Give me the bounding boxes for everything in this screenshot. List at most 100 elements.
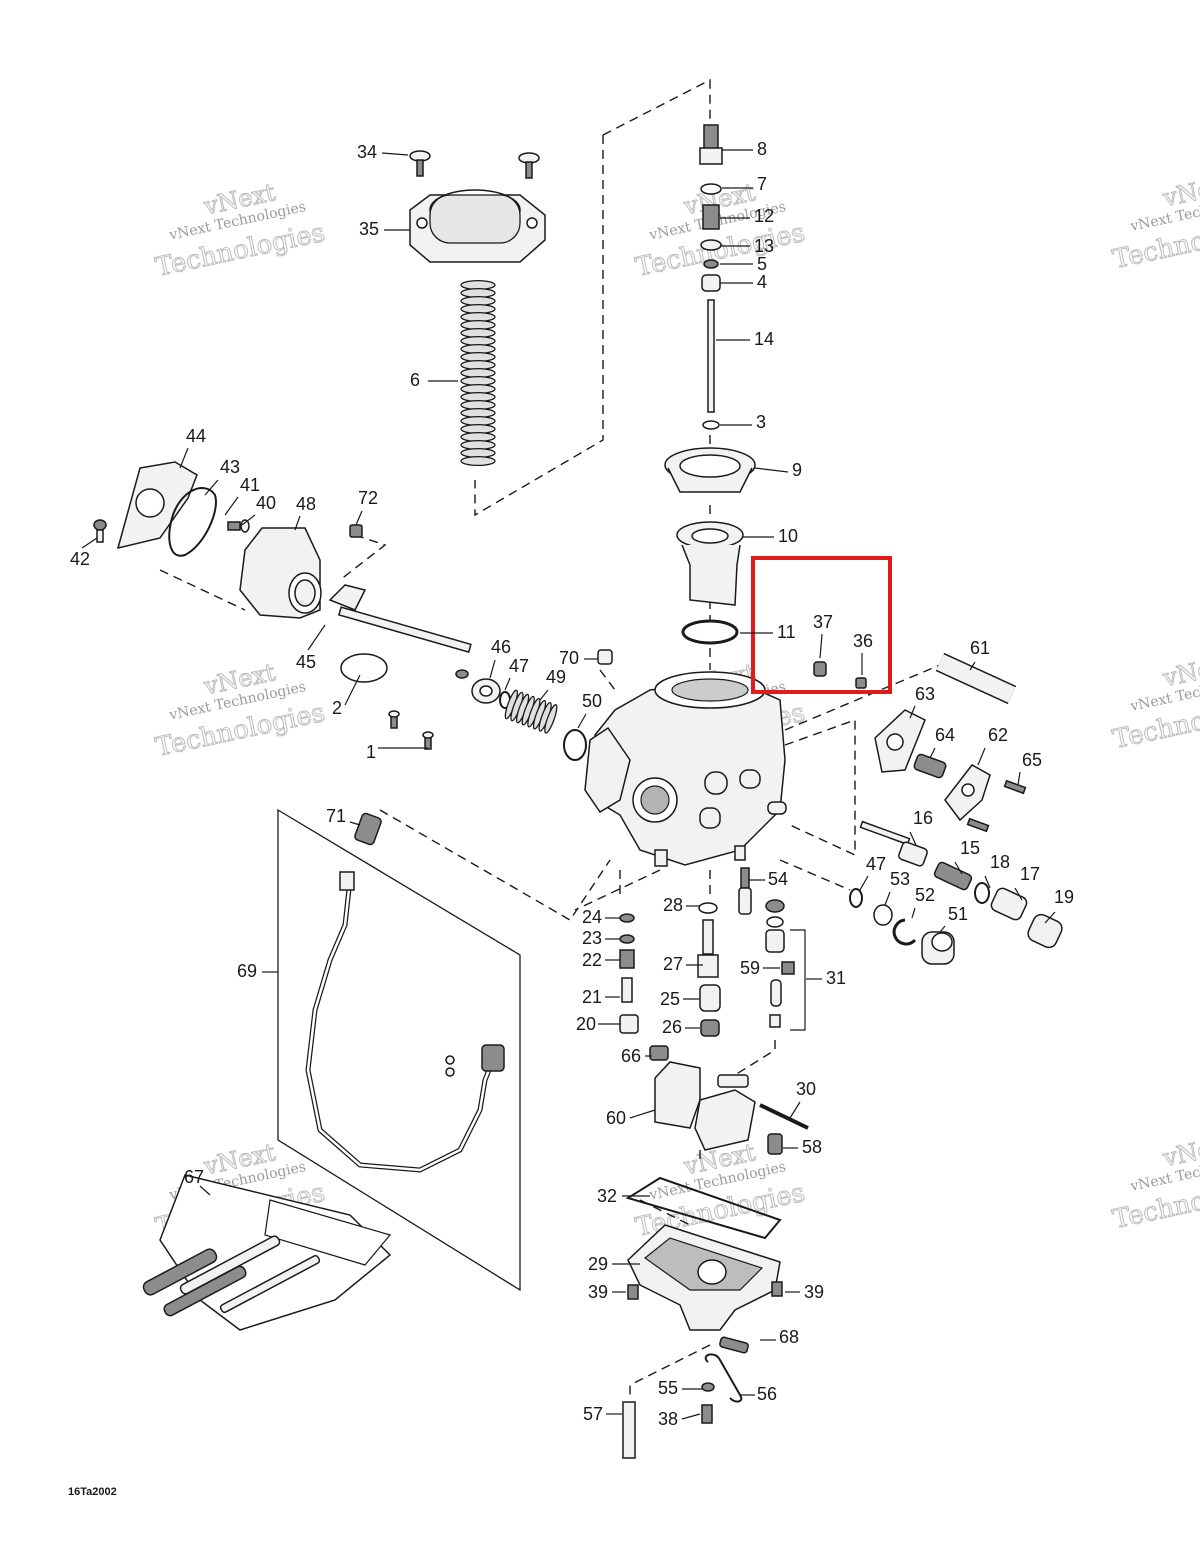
screw-68 (719, 1336, 749, 1354)
cap-70 (597, 649, 613, 665)
leader-line (909, 831, 917, 846)
callout-number: 71 (326, 806, 346, 826)
cable-frame (277, 808, 521, 1292)
callout-number: 58 (802, 1137, 822, 1157)
callout-labels: 1234567891011121314151617181920212223242… (70, 139, 1074, 1429)
leader-line (241, 514, 256, 526)
vacuum-cap-35 (409, 189, 546, 263)
needle-stack (699, 124, 723, 430)
callout-number: 38 (658, 1409, 678, 1429)
float-valve-31 (765, 899, 806, 1031)
screw-head (388, 710, 400, 718)
assembly-line (574, 869, 661, 911)
callout-number: 20 (576, 1014, 596, 1034)
callout-number: 26 (662, 1017, 682, 1037)
leader-line (1017, 771, 1021, 786)
callout-number: 56 (757, 1384, 777, 1404)
leader-line (859, 875, 869, 891)
callout-number: 7 (757, 174, 767, 194)
cap-19 (1027, 913, 1063, 949)
plunger-body (898, 841, 928, 867)
piston-body (681, 544, 741, 606)
callout-number: 27 (663, 954, 683, 974)
spacer-4 (701, 274, 721, 292)
clip-52 (892, 918, 917, 946)
callout-number: 64 (935, 725, 955, 745)
screw-39 (771, 1281, 783, 1297)
screw-head (422, 731, 434, 739)
callout-number: 9 (792, 460, 802, 480)
callout-number: 22 (582, 950, 602, 970)
screw-58 (767, 1133, 783, 1155)
housing-48 (239, 527, 322, 619)
assembly-line (784, 719, 856, 857)
pin-30 (759, 1103, 809, 1130)
leader-line (909, 705, 916, 719)
washer (766, 916, 784, 928)
o-ring-28 (698, 902, 718, 914)
callout-number: 42 (70, 549, 90, 569)
leader-line (939, 925, 946, 933)
throttle-shaft (337, 606, 472, 653)
spring-64 (913, 753, 947, 779)
callout-number: 53 (890, 869, 910, 889)
callout-number: 6 (410, 370, 420, 390)
body-boss (739, 769, 761, 789)
screw-39 (627, 1284, 639, 1300)
shaft-end (455, 669, 469, 679)
callout-number: 37 (813, 612, 833, 632)
callout-number: 63 (915, 684, 935, 704)
callout-number: 39 (588, 1282, 608, 1302)
bushing-51-face (931, 932, 953, 952)
callout-number: 50 (582, 691, 602, 711)
assembly-line (784, 664, 941, 731)
cap-19-body (1027, 913, 1063, 949)
callout-number: 30 (796, 1079, 816, 1099)
callout-number: 54 (768, 869, 788, 889)
screw-34 (409, 150, 540, 179)
jet-66 (649, 1045, 669, 1061)
spring-15 (933, 861, 973, 891)
needle-adjuster-8 (703, 124, 719, 150)
callout-number: 15 (960, 838, 980, 858)
leader-line (929, 747, 936, 759)
body-boss (699, 807, 721, 829)
bowl-well (697, 1259, 727, 1285)
leader-line (819, 633, 823, 659)
callout-number: 1 (366, 742, 376, 762)
diaphragm-center (679, 454, 741, 478)
callout-number: 2 (332, 698, 342, 718)
washer-7 (700, 183, 722, 195)
hose-fill (936, 654, 1016, 703)
spring-71 (354, 812, 382, 846)
carburetor-body (584, 671, 787, 867)
callout-number: 24 (582, 907, 602, 927)
diaphragm-9 (664, 447, 756, 493)
callout-number: 3 (756, 412, 766, 432)
clip-56 (704, 1353, 743, 1403)
jet-column-left (619, 913, 669, 1061)
callout-number: 13 (754, 236, 774, 256)
jet-column-middle (697, 902, 721, 1037)
leader-line (504, 677, 511, 691)
callout-number: 43 (220, 457, 240, 477)
screw-21 (621, 977, 633, 1003)
leader-line (577, 713, 587, 729)
callout-number: 12 (754, 206, 774, 226)
leader-line (681, 1413, 701, 1420)
screw-59 (781, 961, 795, 975)
leader-line (911, 907, 916, 919)
part-37 (813, 661, 827, 677)
cover-hole (135, 488, 165, 518)
cable-clip (445, 1067, 455, 1077)
screw-thread (96, 529, 104, 543)
float-bowl-29 (627, 1224, 781, 1331)
spring-49 (504, 689, 558, 734)
callout-number: 47 (509, 656, 529, 676)
screw-head (93, 519, 107, 531)
watermark-group: vNext Technologies vNext Technologies (1110, 649, 1200, 755)
washer-55 (701, 1382, 715, 1392)
screw-thread (525, 161, 533, 179)
watermark-group: vNext Technologies vNext Technologies (153, 178, 329, 284)
